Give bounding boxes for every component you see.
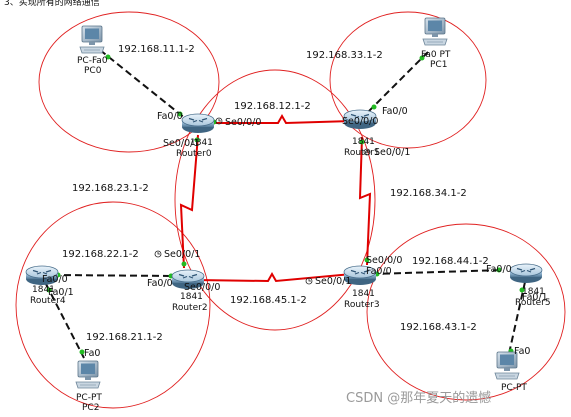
watermark-text: CSDN @那年夏天的遗憾 [346, 390, 491, 406]
link-pc0-router0 [99, 49, 187, 120]
net-label-r0-r2: 192.168.23.1-2 [72, 183, 149, 194]
clock-icon [154, 250, 162, 258]
pc0-icon[interactable] [79, 25, 105, 54]
pc2-model-label: PC-PT [76, 393, 102, 403]
if-label-r1-se001: Se0/0/1 [374, 147, 410, 158]
area-circle-pc1 [329, 11, 487, 149]
link-router2-router3 [195, 271, 353, 283]
pc0-name-label: PC0 [84, 66, 102, 76]
if-label-r1-se000: Se0/0/0 [342, 116, 378, 127]
router5-icon[interactable] [509, 263, 543, 284]
if-label-r0-se001: Se0/0/1 [163, 138, 199, 149]
net-label-r3-r5: 192.168.44.1-2 [412, 256, 489, 267]
pc1-name-label: PC1 [430, 60, 447, 70]
area-circle-core [174, 69, 376, 331]
clock-icons [154, 117, 371, 285]
link-router4-pc2 [45, 283, 85, 359]
router4-name-label: Router4 [30, 296, 66, 306]
if-label-r0-fa00: Fa0/0 [157, 111, 183, 122]
router0-name-label: Router0 [176, 149, 212, 159]
if-label-r5-fa01: Fa0/1 [522, 292, 548, 303]
port-dot [364, 257, 370, 263]
router3-name-label: Router3 [344, 300, 380, 310]
port-dot [194, 137, 200, 143]
pc2-icon[interactable] [75, 360, 101, 389]
if-label-r3-se000: Se0/0/0 [366, 255, 402, 266]
if-label-r2-se000: Se0/0/0 [184, 282, 220, 293]
net-label-pc0: 192.168.11.1-2 [118, 44, 195, 55]
link-router4-router2 [52, 274, 177, 277]
net-label-pc2: 192.168.21.1-2 [86, 332, 163, 343]
area-circle-pc0 [38, 11, 220, 153]
router5-name-label: Router5 [515, 298, 551, 308]
port-dot [105, 54, 111, 60]
router1-model-label: 1841 [352, 137, 375, 147]
interface-labels: Fa0/0 Se0/0/0 Se0/0/1 Fa0/0 Se0/0/0 Se0/… [42, 106, 548, 359]
net-label-r4: 192.168.22.1-2 [62, 249, 139, 260]
if-label-pc3-fa0: Fa0 [514, 346, 530, 357]
network-labels: 192.168.11.1-2 192.168.12.1-2 192.168.33… [62, 44, 489, 343]
pc1-type-label: Fa0 PT [421, 50, 451, 60]
router0-icon[interactable] [181, 113, 215, 134]
if-label-r3-fa00: Fa0/0 [366, 266, 392, 277]
net-label-r0-r1: 192.168.12.1-2 [234, 101, 311, 112]
link-router0-router1 [210, 113, 353, 125]
port-dot [359, 139, 365, 145]
net-label-pc1: 192.168.33.1-2 [306, 50, 383, 61]
if-label-r1-fa00-top: Fa0/0 [382, 106, 408, 117]
pc3-model-label: PC-PT [501, 383, 527, 393]
link-router0-router2 [179, 134, 199, 269]
if-label-r0-se000: Se0/0/0 [225, 117, 261, 128]
router0-model-label: 1841 [190, 138, 213, 148]
link-router3-router5 [371, 269, 505, 275]
if-label-r2-se001: Se0/0/1 [164, 249, 200, 260]
router2-model-label: 1841 [180, 292, 203, 302]
port-dot [519, 287, 525, 293]
net-label-r1-r3: 192.168.34.1-2 [390, 188, 467, 199]
clock-icon [215, 117, 223, 125]
net-label-r2-r3: 192.168.45.1-2 [230, 295, 307, 306]
port-dot [496, 267, 502, 273]
router2-name-label: Router2 [172, 303, 208, 313]
port-dot [177, 111, 183, 117]
net-label-pc3: 192.168.43.1-2 [400, 322, 477, 333]
if-label-r4-fa00: Fa0/0 [42, 274, 68, 285]
area-circle-router4 [15, 201, 211, 409]
header-fragment: 3、实现所有的网络通信 [4, 0, 100, 8]
if-label-pc2-fa0: Fa0 [84, 348, 100, 359]
if-label-r4-fa01: Fa0/1 [48, 287, 74, 298]
clock-icon [363, 148, 371, 156]
clock-icon [305, 277, 313, 285]
port-dot [79, 349, 85, 355]
link-pc1-router1 [367, 51, 429, 113]
pc1-icon[interactable] [422, 17, 448, 46]
router3-model-label: 1841 [352, 289, 375, 299]
links [45, 49, 526, 359]
port-dot [419, 55, 425, 61]
device-labels: PC-Fa0 PC0 Fa0 PT PC1 PC-PT PC2 PC-PT 18… [30, 50, 551, 413]
link-router5-pc3 [507, 281, 526, 359]
router1-name-label: Router1 [344, 148, 380, 158]
pc2-name-label: PC2 [82, 403, 99, 413]
link-router1-router3 [358, 136, 372, 266]
router5-model-label: 1841 [522, 287, 545, 297]
port-dots [46, 54, 525, 355]
if-label-r3-se001: Se0/0/1 [315, 276, 351, 287]
port-dot [181, 261, 187, 267]
area-circle-router5 [366, 223, 566, 401]
port-dot [46, 287, 52, 293]
if-label-r2-fa00: Fa0/0 [147, 278, 173, 289]
port-dot [371, 104, 377, 110]
if-label-r5-fa00: Fa0/0 [486, 264, 512, 275]
pc0-type-label: PC-Fa0 [77, 56, 108, 66]
area-circles [15, 11, 566, 409]
router4-model-label: 1841 [32, 285, 55, 295]
